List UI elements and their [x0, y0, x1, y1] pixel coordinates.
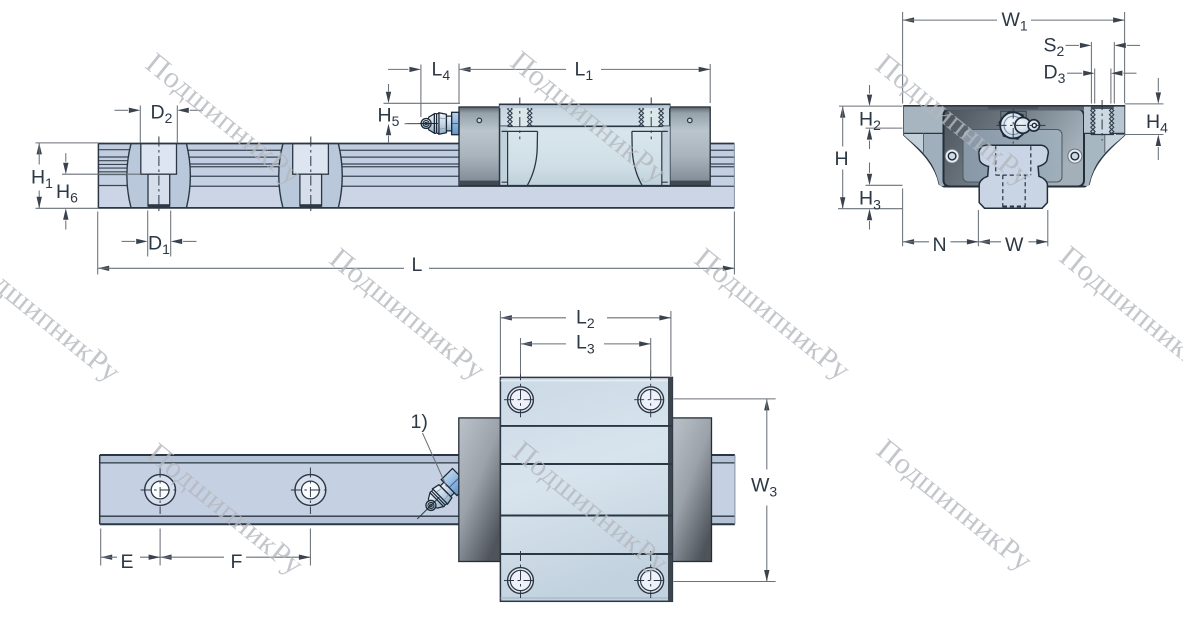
svg-text:E: E — [121, 551, 134, 573]
svg-text:N: N — [933, 234, 947, 256]
svg-text:H: H — [835, 148, 849, 170]
svg-text:F: F — [231, 551, 243, 573]
svg-text:L: L — [412, 254, 423, 276]
svg-text:1): 1) — [411, 411, 428, 433]
svg-text:W: W — [1005, 234, 1024, 256]
